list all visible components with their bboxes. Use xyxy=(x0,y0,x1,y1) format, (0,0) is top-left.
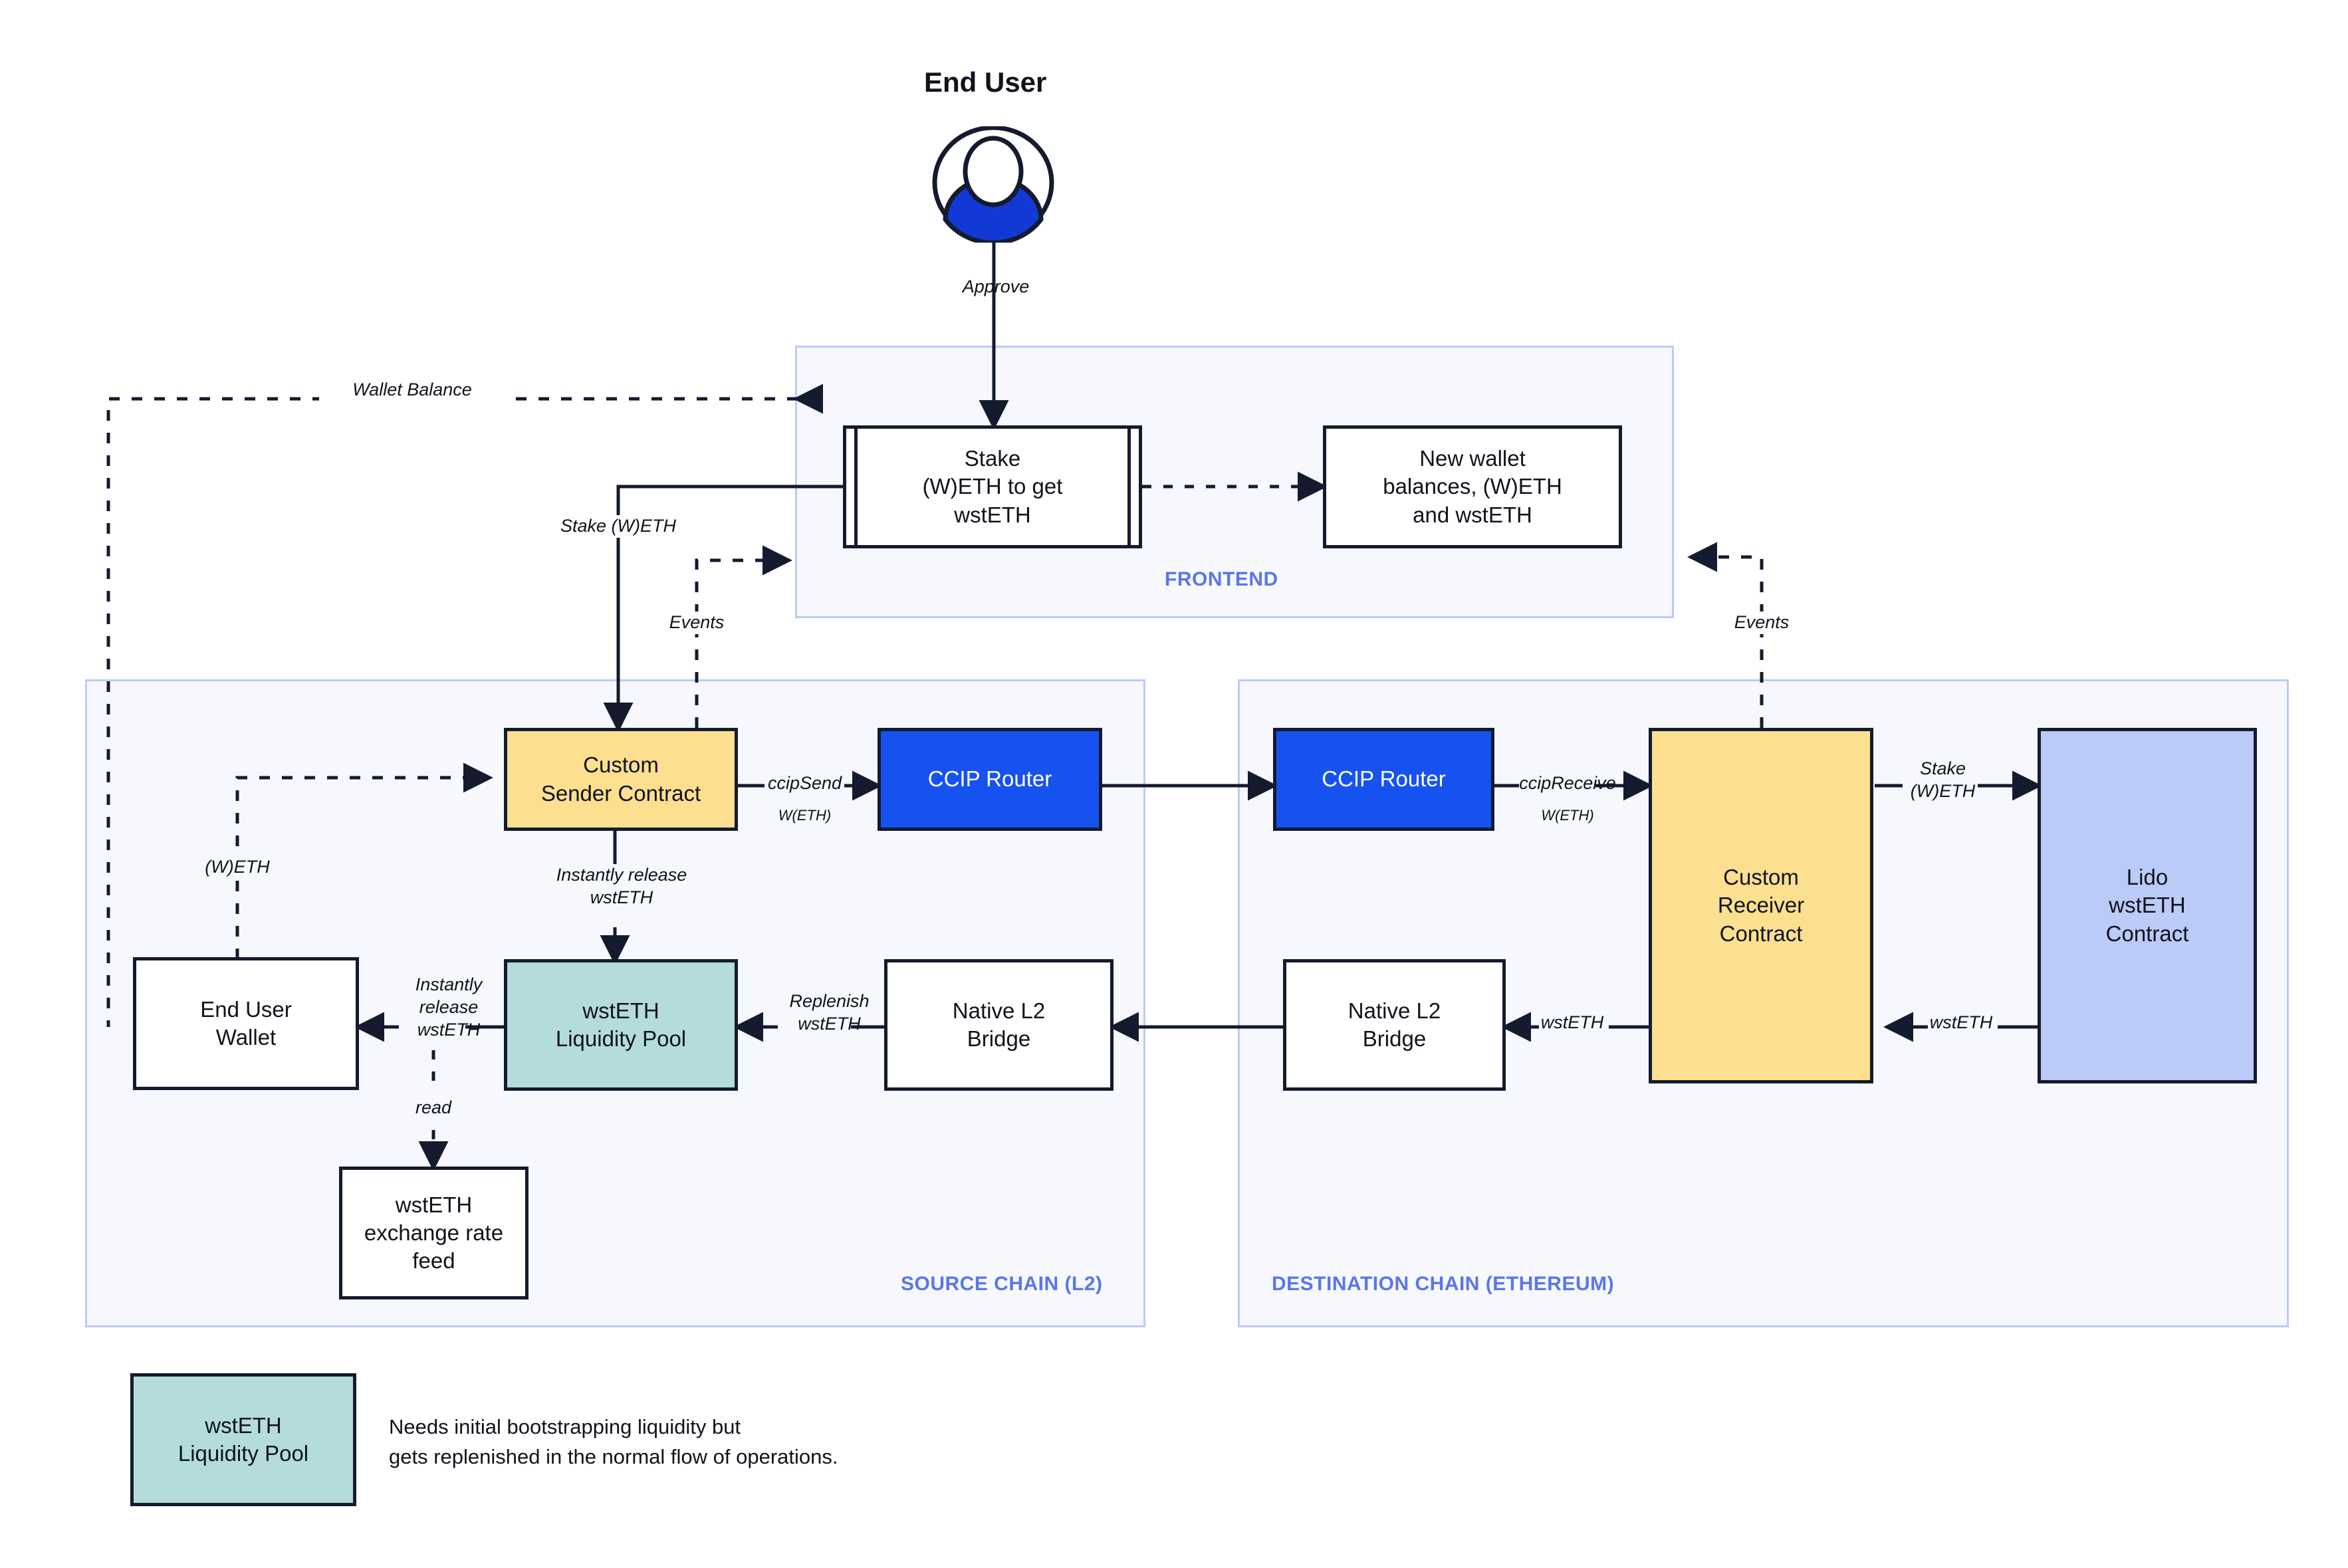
edge-label-wsteth-middle: wstETH xyxy=(1540,1012,1604,1032)
node-custom-sender-contract[interactable]: Custom Sender Contract xyxy=(504,728,738,831)
panel-label-frontend: FRONTEND xyxy=(1165,568,1278,590)
node-native-l2-bridge-destination[interactable]: Native L2 Bridge xyxy=(1283,959,1506,1091)
node-native-l2-bridge-source[interactable]: Native L2 Bridge xyxy=(884,959,1114,1091)
panel-label-destination-chain: DESTINATION CHAIN (ETHEREUM) xyxy=(1272,1273,1615,1295)
edge-label-ccip-receive-token: W(ETH) xyxy=(1541,807,1594,824)
node-wsteth-exchange-rate-feed[interactable]: wstETH exchange rate feed xyxy=(339,1167,528,1299)
legend-note: Needs initial bootstrapping liquidity bu… xyxy=(389,1415,838,1468)
edge-label-instantly-release-wsteth-horizontal: Instantly release wstETH xyxy=(415,974,483,1040)
legend-swatch-wsteth-liquidity-pool: wstETH Liquidity Pool xyxy=(130,1373,356,1506)
edge-label-approve: Approve xyxy=(962,277,1030,296)
edge-label-read: read xyxy=(380,1097,487,1119)
edge-label-ccip-send-token: W(ETH) xyxy=(778,807,832,824)
edge-label-stake-weth: Stake (W)ETH xyxy=(525,515,711,538)
node-stake-form[interactable]: Stake (W)ETH to get wstETH xyxy=(843,425,1142,548)
node-ccip-router-source[interactable]: CCIP Router xyxy=(878,728,1102,831)
edge-label-wallet-balance: Wallet Balance xyxy=(319,379,505,401)
edge-label-stake-weth-destination: Stake (W)ETH xyxy=(1910,758,1976,801)
edge-label-replenish-wsteth: Replenish wstETH xyxy=(789,991,870,1034)
edge-label-weth: (W)ETH xyxy=(171,856,304,879)
node-ccip-router-destination[interactable]: CCIP Router xyxy=(1273,728,1494,831)
edge-label-instantly-release-wsteth-vertical: Instantly release wstETH xyxy=(525,864,718,909)
edge-label-ccip-receive: ccipReceive xyxy=(1519,773,1616,793)
user-avatar-icon xyxy=(932,126,1054,243)
node-lido-wsteth-contract[interactable]: Lido wstETH Contract xyxy=(2038,728,2257,1083)
page-title: End User xyxy=(924,66,1047,98)
edge-label-wsteth-right: wstETH xyxy=(1929,1012,1993,1032)
edge-label-events-left: Events xyxy=(630,612,763,634)
edge-label-events-right: Events xyxy=(1695,612,1828,634)
edge-label-ccip-send: ccipSend xyxy=(767,773,842,793)
node-end-user-wallet[interactable]: End User Wallet xyxy=(133,957,359,1090)
node-new-wallet-balances[interactable]: New wallet balances, (W)ETH and wstETH xyxy=(1323,425,1622,548)
node-wsteth-liquidity-pool[interactable]: wstETH Liquidity Pool xyxy=(504,959,738,1091)
panel-label-source-chain: SOURCE CHAIN (L2) xyxy=(901,1273,1103,1295)
node-custom-receiver-contract[interactable]: Custom Receiver Contract xyxy=(1649,728,1873,1083)
